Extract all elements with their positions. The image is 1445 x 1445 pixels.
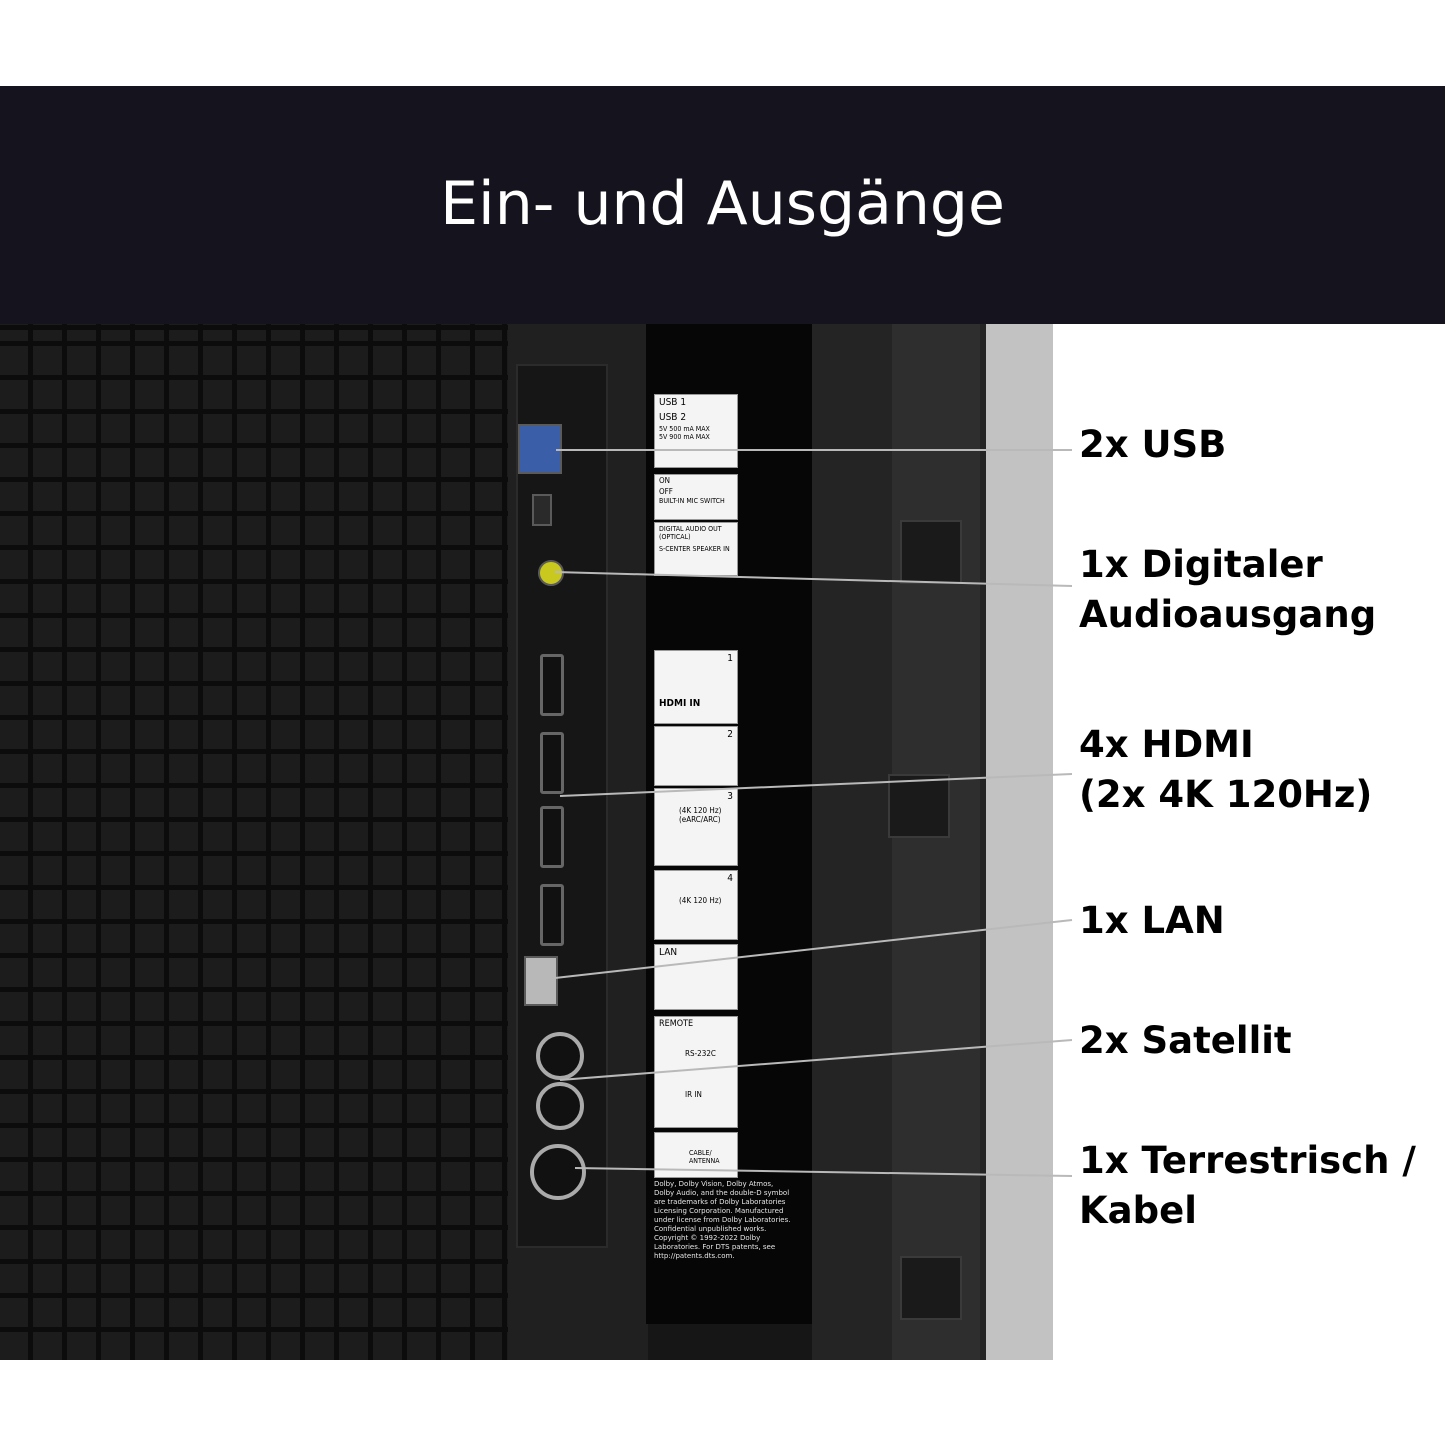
hdmi-port xyxy=(540,884,564,946)
hdmi4-note: (4K 120 Hz) xyxy=(679,896,722,905)
rs232c-text: RS-232C xyxy=(685,1049,716,1058)
tv-frame-edge xyxy=(986,324,1053,1360)
mic-switch-label: ON OFF BUILT-IN MIC SWITCH xyxy=(654,474,738,520)
hdmi1-label: 1 HDMI IN xyxy=(654,650,738,724)
digital-audio-label: DIGITAL AUDIO OUT (OPTICAL) xyxy=(659,525,722,541)
callout-usb: 2x USB xyxy=(1079,420,1226,470)
cable-clip xyxy=(900,1256,962,1320)
callout-audio-line2: Audioausgang xyxy=(1079,593,1377,636)
antenna-text: CABLE/ ANTENNA xyxy=(689,1149,720,1165)
audio-line xyxy=(554,571,1073,587)
mic-switch xyxy=(532,494,552,526)
title-banner: Ein- und Ausgänge xyxy=(0,86,1445,324)
usb1-power-label: 5V 500 mA MAX xyxy=(659,425,710,433)
rear-grille xyxy=(0,324,508,1360)
hdmi-logo: HDMI IN xyxy=(659,698,701,709)
callout-audio-line1: 1x Digitaler xyxy=(1079,543,1323,586)
antenna-port xyxy=(530,1144,586,1200)
satellite-line xyxy=(559,1039,1073,1081)
satellite-port xyxy=(536,1032,584,1080)
callout-lan-line1: 1x LAN xyxy=(1079,899,1225,942)
hdmi3-note: (4K 120 Hz) (eARC/ARC) xyxy=(679,806,722,824)
ir-in-text: IR IN xyxy=(685,1090,702,1099)
satellite-port xyxy=(536,1082,584,1130)
callout-satellite: 2x Satellit xyxy=(1079,1016,1292,1066)
cable-clip xyxy=(900,520,962,584)
page-title: Ein- und Ausgänge xyxy=(440,169,1005,239)
legal-text: Dolby, Dolby Vision, Dolby Atmos, Dolby … xyxy=(654,1180,791,1260)
callout-antenna-line1: 1x Terrestrisch / xyxy=(1079,1139,1416,1182)
callout-lan: 1x LAN xyxy=(1079,896,1225,946)
hdmi1-number: 1 xyxy=(727,653,733,664)
usb-port xyxy=(518,424,562,474)
mic-on-label: ON xyxy=(659,476,671,485)
hdmi-port xyxy=(540,806,564,868)
hdmi3-label: 3 (4K 120 Hz) (eARC/ARC) xyxy=(654,788,738,866)
tv-rear-photo: USB 1 USB 2 5V 500 mA MAX 5V 900 mA MAX … xyxy=(0,324,1053,1360)
hdmi2-label: 2 xyxy=(654,726,738,786)
callout-antenna-line2: Kabel xyxy=(1079,1189,1197,1232)
callout-audio: 1x Digitaler Audioausgang xyxy=(1079,540,1376,640)
antenna-line xyxy=(574,1167,1073,1177)
remote-label: REMOTE RS-232C IR IN xyxy=(654,1016,738,1128)
mic-switch-text: BUILT-IN MIC SWITCH xyxy=(659,497,725,505)
usb2-label: USB 2 xyxy=(659,412,687,423)
hdmi-line xyxy=(559,773,1073,797)
lan-line xyxy=(554,919,1073,979)
remote-text: REMOTE xyxy=(659,1019,694,1029)
hdmi4-label: 4 (4K 120 Hz) xyxy=(654,870,738,940)
center-speaker-label: S-CENTER SPEAKER IN xyxy=(659,545,730,553)
tv-frame-inner xyxy=(892,324,980,1360)
usb2-power-label: 5V 900 mA MAX xyxy=(659,433,710,441)
usb1-label: USB 1 xyxy=(659,397,687,408)
hdmi-port xyxy=(540,732,564,794)
mic-off-label: OFF xyxy=(659,487,673,496)
hdmi-port xyxy=(540,654,564,716)
callout-antenna: 1x Terrestrisch / Kabel xyxy=(1079,1136,1416,1236)
hdmi3-number: 3 xyxy=(727,791,733,802)
lan-port xyxy=(524,956,558,1006)
hdmi4-number: 4 xyxy=(727,873,733,884)
usb-label: USB 1 USB 2 5V 500 mA MAX 5V 900 mA MAX xyxy=(654,394,738,468)
callout-hdmi-line2: (2x 4K 120Hz) xyxy=(1079,773,1373,816)
callout-hdmi: 4x HDMI (2x 4K 120Hz) xyxy=(1079,720,1372,820)
callout-hdmi-line1: 4x HDMI xyxy=(1079,723,1254,766)
callout-satellite-line1: 2x Satellit xyxy=(1079,1019,1292,1062)
lan-label: LAN xyxy=(654,944,738,1010)
hdmi2-number: 2 xyxy=(727,729,733,740)
lan-text: LAN xyxy=(659,947,678,958)
callout-usb-line1: 2x USB xyxy=(1079,423,1227,466)
cable-clip xyxy=(888,774,950,838)
